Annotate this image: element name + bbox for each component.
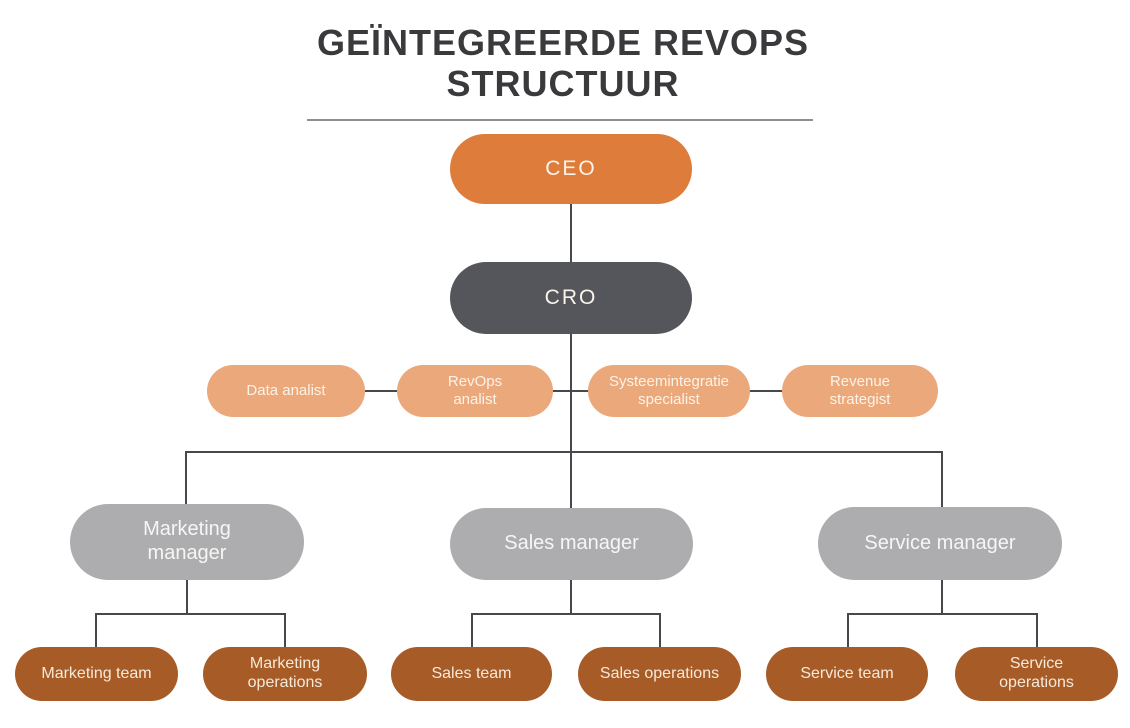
node-sales-operations: Sales operations <box>578 647 741 701</box>
title-underline <box>307 119 813 121</box>
connector-ceo-cro <box>570 204 572 262</box>
node-sales-manager-label: Sales manager <box>504 532 639 555</box>
node-revenue-strategist-label: Revenue strategist <box>829 373 891 408</box>
node-revops-analist-label: RevOps analist <box>447 373 503 408</box>
node-ceo-label: CEO <box>545 156 597 180</box>
node-revenue-strategist: Revenue strategist <box>782 365 938 417</box>
node-marketing-operations-label: Marketing operations <box>247 655 323 691</box>
connector-marketing-operations-drop <box>284 613 286 647</box>
node-marketing-team: Marketing team <box>15 647 178 701</box>
node-service-manager: Service manager <box>818 507 1062 580</box>
node-marketing-operations: Marketing operations <box>203 647 367 701</box>
connector-staff-seg2 <box>553 390 590 392</box>
node-data-analist: Data analist <box>207 365 365 417</box>
page-title-line1: GEÏNTEGREERDE REVOPS <box>316 22 810 63</box>
connector-drop-sales-manager <box>570 451 572 508</box>
connector-staff-seg3 <box>750 390 782 392</box>
node-service-manager-label: Service manager <box>864 531 1016 554</box>
node-ceo: CEO <box>450 134 692 204</box>
node-sales-operations-label: Sales operations <box>599 664 720 682</box>
node-service-team: Service team <box>766 647 928 701</box>
node-sales-team-label: Sales team <box>431 664 512 682</box>
connector-sales-operations-drop <box>659 613 661 647</box>
node-cro: CRO <box>450 262 692 334</box>
node-data-analist-label: Data analist <box>246 382 326 400</box>
node-systeemintegratie-specialist: Systeemintegratie specialist <box>588 365 750 417</box>
node-service-team-label: Service team <box>800 664 894 682</box>
node-service-operations: Service operations <box>955 647 1118 701</box>
connector-sales-team-drop <box>471 613 473 647</box>
connector-drop-service-manager <box>941 451 943 507</box>
node-systeemintegratie-specialist-label: Systeemintegratie specialist <box>608 373 730 408</box>
connector-service-splitter <box>847 613 1037 615</box>
node-sales-manager: Sales manager <box>450 508 693 580</box>
node-sales-team: Sales team <box>391 647 552 701</box>
page-title: GEÏNTEGREERDE REVOPS STRUCTUUR <box>283 22 843 104</box>
node-service-operations-label: Service operations <box>999 655 1074 691</box>
node-marketing-manager-label: Marketing manager <box>143 518 231 564</box>
connector-manager-bus <box>185 451 942 453</box>
connector-marketing-stem <box>186 580 188 613</box>
connector-service-team-drop <box>847 613 849 647</box>
connector-sales-stem <box>570 580 572 613</box>
connector-staff-seg1 <box>365 390 397 392</box>
page-title-line2: STRUCTUUR <box>446 63 680 104</box>
connector-cro-bus <box>570 334 572 452</box>
connector-drop-marketing-manager <box>185 451 187 504</box>
connector-service-stem <box>941 580 943 613</box>
node-revops-analist: RevOps analist <box>397 365 553 417</box>
connector-marketing-team-drop <box>95 613 97 647</box>
connector-marketing-splitter <box>95 613 285 615</box>
node-marketing-manager: Marketing manager <box>70 504 304 580</box>
node-marketing-team-label: Marketing team <box>41 664 152 682</box>
connector-service-operations-drop <box>1036 613 1038 647</box>
connector-sales-splitter <box>471 613 660 615</box>
node-cro-label: CRO <box>544 285 598 309</box>
